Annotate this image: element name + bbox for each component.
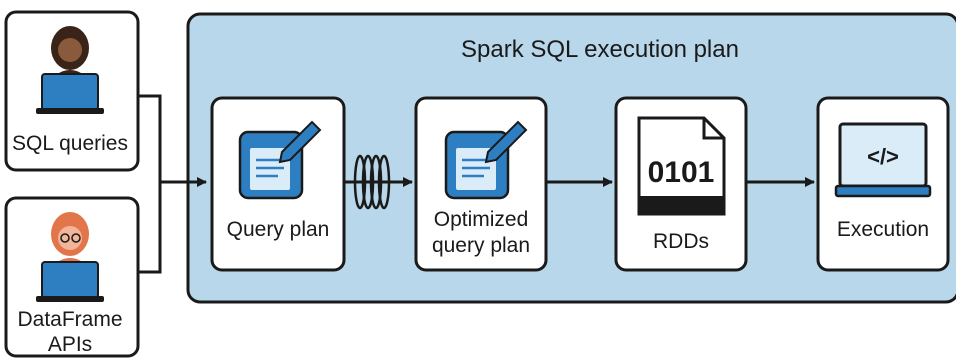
panel-title: Spark SQL execution plan xyxy=(461,36,739,63)
edit-document-icon xyxy=(238,120,322,200)
query-plan-label: Query plan xyxy=(227,218,330,241)
execution-label: Execution xyxy=(837,218,929,241)
input-bracket-connector xyxy=(138,94,206,274)
optimizer-coil-connector xyxy=(344,154,413,210)
optimized-query-plan-label-line1: Optimized xyxy=(434,208,529,231)
binary-file-icon: 0101 xyxy=(637,116,726,216)
sql-queries-label: SQL queries xyxy=(12,132,128,155)
binary-icon-text: 0101 xyxy=(648,156,715,189)
code-monitor-icon: </> xyxy=(834,122,932,198)
edit-document-icon xyxy=(444,120,528,200)
dataframe-apis-label-line1: DataFrame xyxy=(17,308,122,331)
dataframe-apis-label-line2: APIs xyxy=(48,333,92,356)
execution-plan-panel xyxy=(186,12,956,304)
rdds-label: RDDs xyxy=(653,230,709,253)
person-laptop-glasses-icon xyxy=(36,212,104,302)
code-icon-text: </> xyxy=(867,144,899,169)
optimized-query-plan-label-line2: query plan xyxy=(432,234,530,257)
person-laptop-icon xyxy=(36,26,104,114)
